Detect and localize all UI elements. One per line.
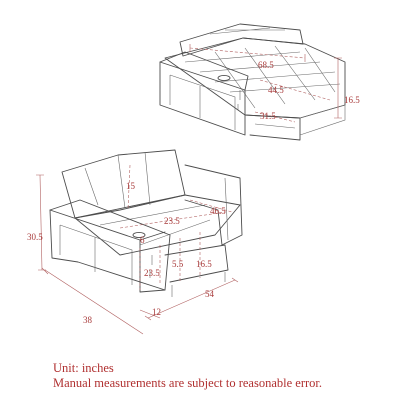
dim-bed-height: 16.5: [344, 95, 360, 105]
sofa-cup-holder: [132, 231, 146, 239]
dim-arm-front: 12: [152, 307, 161, 317]
dim-overall-height: 30.5: [27, 232, 43, 242]
bed-platform: [164, 37, 346, 119]
dim-leg-height: 5.5: [172, 259, 184, 269]
dim-bed-width: 68.5: [258, 60, 274, 70]
dim-armrest-width: 6: [140, 235, 145, 245]
sofa-bed-extended-view: 68.5 44.5 31.5 16.5: [159, 23, 360, 141]
dim-bed-extension: 31.5: [260, 111, 276, 121]
bed-left-arm: [159, 61, 246, 136]
sofa-right-arm: [184, 164, 243, 246]
bed-cup-holder: [217, 74, 231, 82]
dim-bed-seat-depth: 44.5: [268, 85, 284, 95]
sofa-closed-view: 30.5 15 23.5 46.5 6 5.5 16.5 23.5 38 54 …: [27, 149, 243, 335]
dim-seat-width: 23.5: [164, 216, 180, 226]
dim-length: 54: [205, 289, 215, 299]
unit-caption: Unit: inches: [53, 361, 114, 375]
dim-arm-height: 23.5: [144, 268, 160, 278]
measurement-note: Manual measurements are subject to reaso…: [53, 376, 322, 390]
dim-depth: 38: [83, 315, 93, 325]
bed-pullout-frame: [244, 114, 301, 141]
dim-seat-depth: 46.5: [210, 206, 226, 216]
sofa-front-panel: [164, 244, 229, 283]
dim-seat-height: 16.5: [196, 259, 212, 269]
bed-backrest: [179, 23, 304, 57]
sofa-seat: [74, 194, 241, 256]
dim-back-height: 15: [126, 181, 136, 191]
